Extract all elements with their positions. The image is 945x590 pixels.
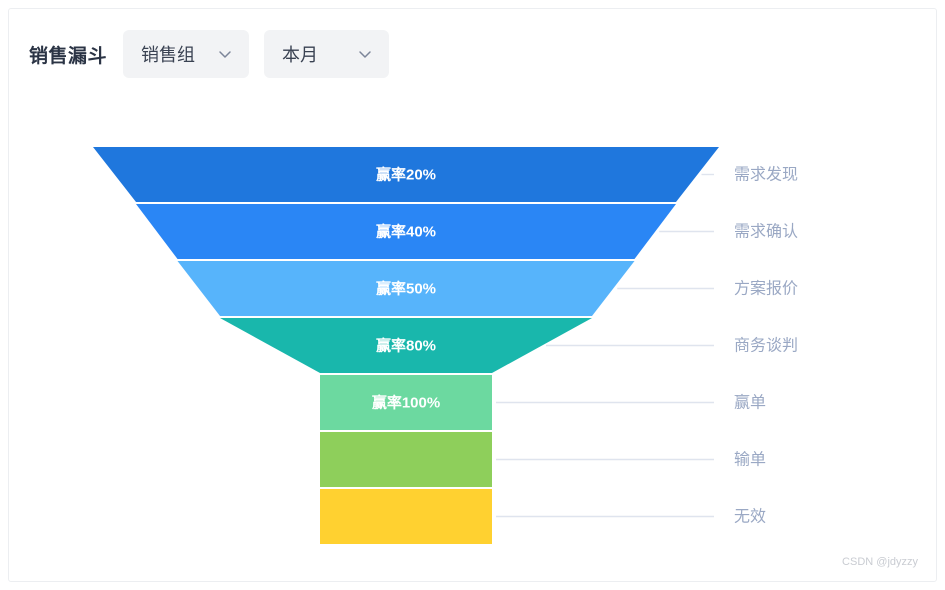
funnel-segment[interactable]: [93, 147, 719, 202]
funnel-segment[interactable]: [320, 489, 492, 544]
funnel-segment[interactable]: [220, 318, 592, 373]
funnel-segment[interactable]: [320, 375, 492, 430]
filter-select-group[interactable]: 销售组: [123, 30, 250, 78]
funnel-segment[interactable]: [136, 204, 676, 259]
funnel-segments-group: 赢率20% 赢率40% 赢率50% 赢率80% 赢率100%: [93, 147, 719, 544]
funnel-segment-value-label: 赢率20%: [376, 165, 436, 183]
funnel-segment[interactable]: [320, 432, 492, 487]
filter-select-period-value: 本月: [282, 45, 319, 65]
funnel-connectors-group: [496, 173, 714, 518]
watermark: CSDN @jdyzzy: [842, 556, 918, 568]
chart-header: 销售漏斗 销售组 本月: [29, 29, 404, 79]
funnel-segment-value-label: 赢率100%: [372, 393, 440, 411]
page-title: 销售漏斗: [29, 45, 108, 67]
funnel-chart: 赢率20% 赢率40% 赢率50% 赢率80% 赢率100% 需求发现需求确认方案报价商…: [9, 109, 938, 559]
chevron-down-icon: [359, 51, 371, 58]
chart-card: 销售漏斗 销售组 本月 赢率20% 赢率40% 赢率50% 赢率80% 赢率100% 需…: [8, 8, 937, 582]
funnel-svg: 赢率20% 赢率40% 赢率50% 赢率80% 赢率100% 需求发现需求确认方案报价商…: [93, 147, 798, 544]
funnel-stage-label: 无效: [734, 508, 766, 526]
funnel-segment-value-label: 赢率50%: [376, 279, 436, 297]
chevron-down-icon: [219, 51, 231, 58]
filter-select-group-value: 销售组: [141, 45, 196, 65]
funnel-segment-value-label: 赢率40%: [376, 222, 436, 240]
filter-select-period[interactable]: 本月: [264, 30, 390, 78]
funnel-stage-label: 商务谈判: [734, 337, 798, 355]
funnel-segment[interactable]: [177, 261, 635, 316]
funnel-stage-label: 赢单: [734, 394, 766, 412]
funnel-stage-label: 需求发现: [734, 166, 798, 184]
funnel-segment-value-label: 赢率80%: [376, 336, 436, 354]
funnel-stage-label: 方案报价: [734, 280, 798, 298]
funnel-stage-label: 需求确认: [734, 223, 798, 241]
funnel-stage-label: 输单: [734, 451, 766, 469]
